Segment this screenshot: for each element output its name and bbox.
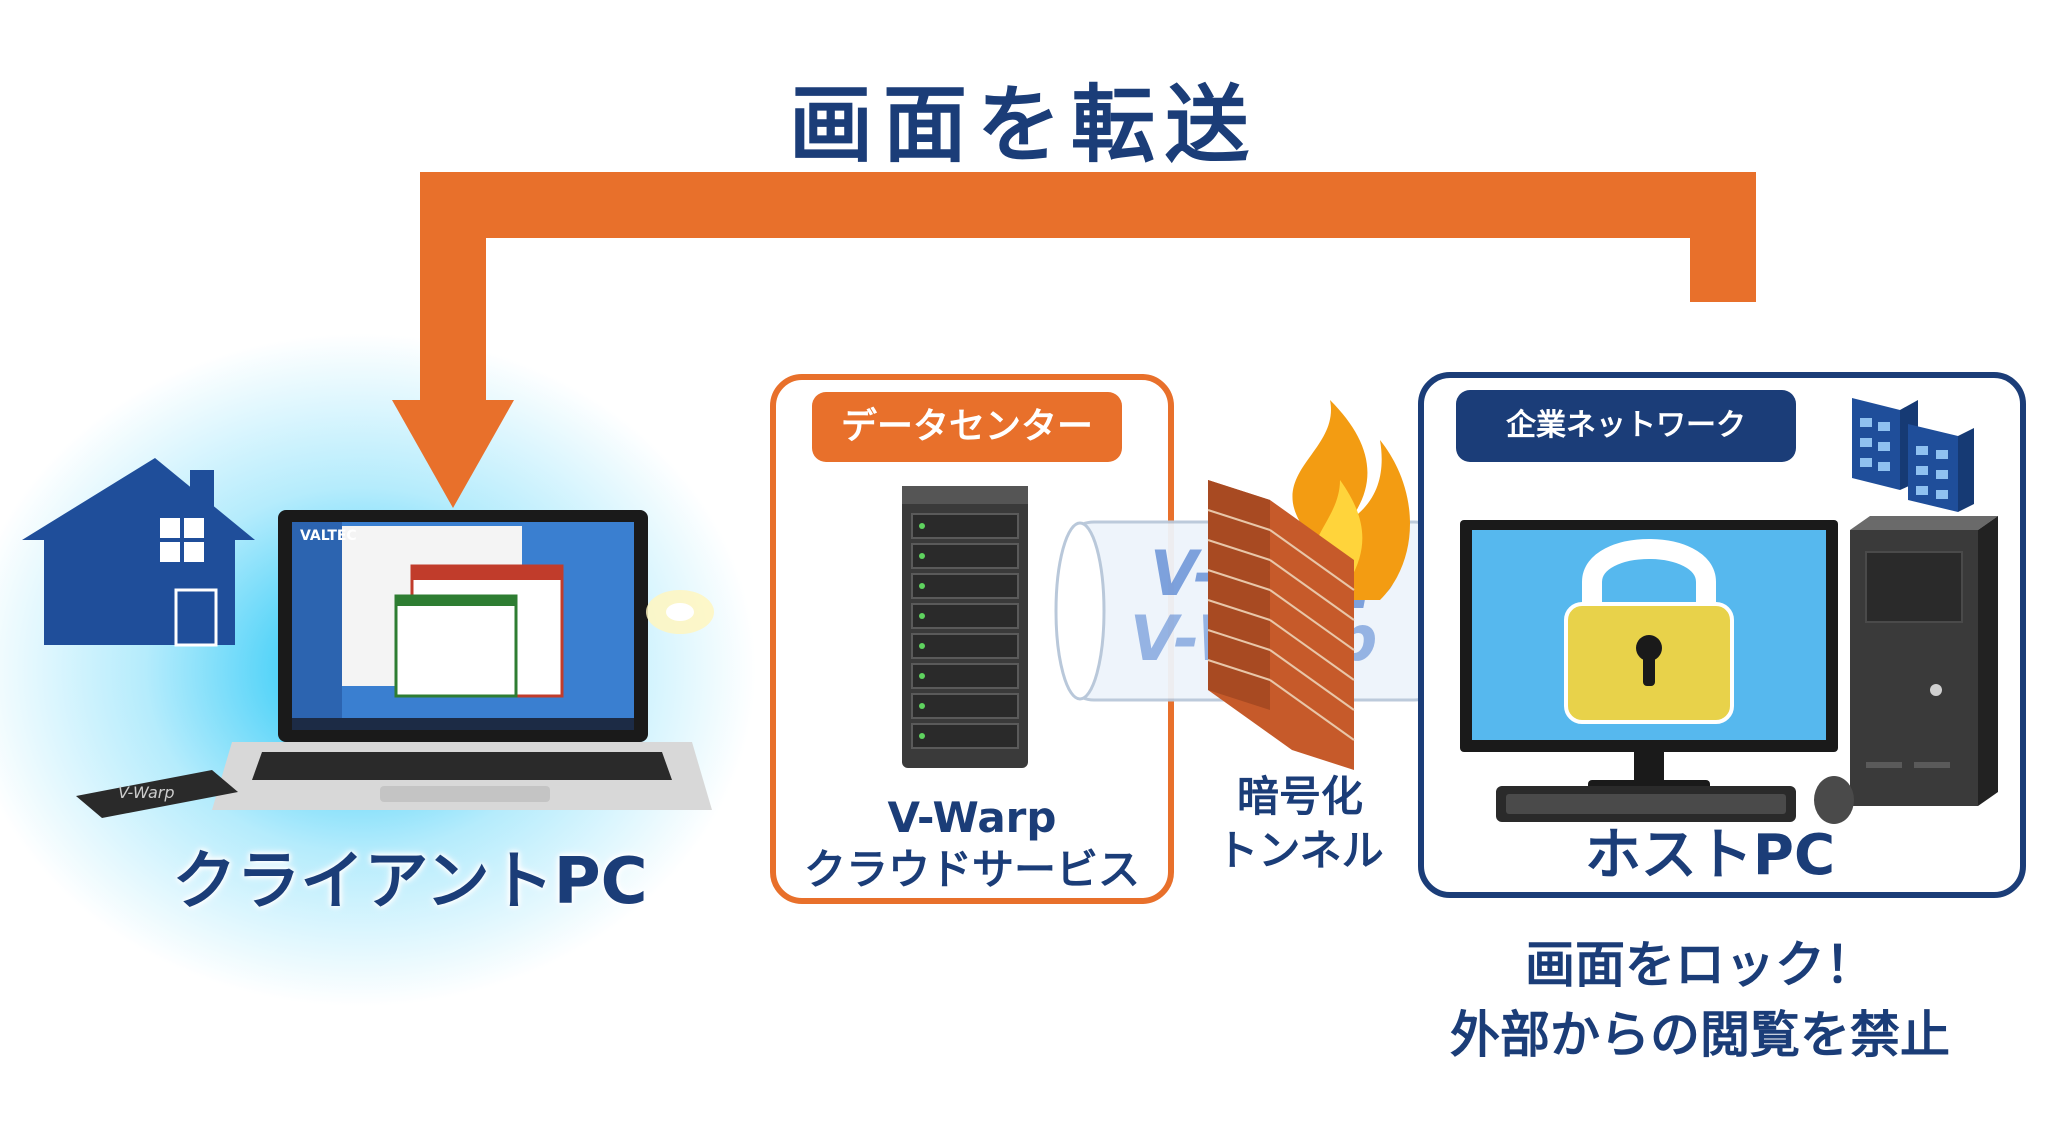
tunnel-label-line1: 暗号化 (1236, 772, 1363, 821)
datacenter-label-line2: クラウドサービス (803, 845, 1140, 894)
card-text: V-Warp (118, 783, 175, 802)
client-pc-label: クライアントPC (172, 845, 648, 919)
keyboard-icon (1496, 786, 1796, 822)
tower-pc-icon (1850, 516, 1998, 806)
host-pc-label: ホストPC (1584, 823, 1836, 888)
lock-icon (1564, 539, 1734, 724)
mouse-icon (1814, 776, 1854, 824)
corporate-network-badge: 企業ネットワーク (1456, 390, 1796, 462)
firewall-icon (1207, 400, 1410, 770)
laptop-icon: VALTEC V-Warp (76, 510, 712, 818)
tunnel-label: 暗号化 トンネル (1180, 770, 1420, 878)
datacenter-label: V-Warp クラウドサービス (776, 792, 1168, 896)
office-building-icon (1852, 398, 1974, 512)
house-icon (22, 458, 255, 647)
datacenter-label-line1: V-Warp (887, 793, 1057, 842)
server-icon (902, 486, 1028, 768)
lock-note-line1: 画面をロック！ (1525, 936, 1875, 994)
transfer-arrow (392, 172, 1756, 508)
datacenter-badge: データセンター (812, 392, 1122, 462)
diagram-title: 画面を転送 (788, 76, 1259, 174)
tunnel-label-line2: トンネル (1216, 826, 1384, 875)
lock-note-line2: 外部からの閲覧を禁止 (1450, 1006, 1950, 1064)
laptop-brand-text: VALTEC (300, 528, 357, 544)
lock-note: 画面をロック！ 外部からの閲覧を禁止 (1360, 930, 2040, 1070)
